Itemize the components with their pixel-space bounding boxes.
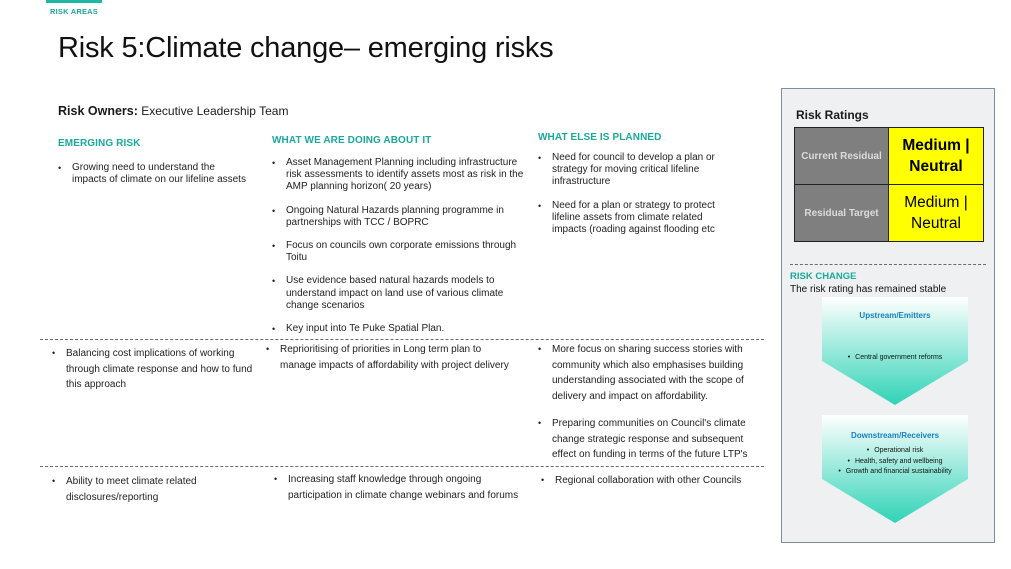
page-title: Risk 5:Climate change– emerging risks [58, 32, 554, 64]
list-item: Need for council to develop a plan or st… [538, 152, 738, 189]
downstream-arrow: Downstream/Receivers Operational risk He… [822, 415, 968, 523]
row1-emerging-list: Growing need to understand the impacts o… [58, 162, 248, 197]
list-item: Preparing communities on Council's clima… [538, 416, 766, 463]
list-item: Ongoing Natural Hazards planning program… [272, 205, 534, 229]
residual-target-label: Residual Target [794, 184, 889, 242]
list-item: Asset Management Planning including infr… [272, 157, 534, 194]
current-residual-value: Medium | Neutral [888, 127, 984, 185]
row2-planned-list: More focus on sharing success stories wi… [538, 342, 766, 475]
list-item: Regional collaboration with other Counci… [541, 473, 769, 489]
downstream-title: Downstream/Receivers [850, 431, 940, 440]
upstream-title: Upstream/Emitters [859, 311, 931, 320]
risk-owners-value: Executive Leadership Team [141, 104, 289, 118]
row3-planned-list: Regional collaboration with other Counci… [541, 473, 769, 501]
upstream-list: Central government reforms [822, 353, 968, 364]
down-arrow-icon [822, 297, 968, 405]
row2-emerging-list: Balancing cost implications of working t… [52, 346, 257, 405]
residual-target-value: Medium | Neutral [888, 184, 984, 242]
table-row: Residual Target Medium | Neutral [794, 184, 984, 242]
risk-owners-label: Risk Owners: [58, 104, 138, 118]
row1-planned-list: Need for council to develop a plan or st… [538, 152, 738, 247]
list-item: Health, safety and wellbeing [822, 457, 968, 468]
table-row: Current Residual Medium | Neutral [794, 127, 984, 185]
list-item: Need for a plan or strategy to protect l… [538, 200, 738, 237]
column-header-emerging-risk: EMERGING RISK [58, 138, 141, 149]
row-divider-1 [40, 339, 764, 340]
list-item: More focus on sharing success stories wi… [538, 342, 766, 404]
risk-owners: Risk Owners: Executive Leadership Team [58, 104, 288, 118]
panel-divider [790, 264, 986, 265]
risk-ratings-panel: Risk Ratings Current Residual Medium | N… [781, 88, 995, 543]
row2-doing-list: Reprioritising of priorities in Long ter… [266, 342, 516, 385]
column-header-planned: WHAT ELSE IS PLANNED [538, 132, 662, 143]
upstream-arrow: Upstream/Emitters Central government ref… [822, 297, 968, 405]
downstream-list: Operational risk Health, safety and well… [822, 446, 968, 478]
risk-ratings-title: Risk Ratings [796, 108, 869, 122]
risk-change-heading: RISK CHANGE [790, 271, 857, 282]
section-tag: RISK AREAS [50, 7, 98, 16]
list-item: Operational risk [822, 446, 968, 457]
column-header-doing: WHAT WE ARE DOING ABOUT IT [272, 135, 432, 146]
list-item: Central government reforms [822, 353, 968, 364]
list-item: Ability to meet climate related disclosu… [52, 474, 252, 505]
list-item: Balancing cost implications of working t… [52, 346, 257, 393]
row-divider-2 [40, 466, 764, 467]
current-residual-label: Current Residual [794, 127, 889, 185]
risk-change-text: The risk rating has remained stable [790, 284, 947, 295]
row3-emerging-list: Ability to meet climate related disclosu… [52, 474, 252, 517]
list-item: Growth and financial sustainability [822, 467, 968, 478]
risk-ratings-table: Current Residual Medium | Neutral Residu… [794, 127, 984, 242]
list-item: Focus on councils own corporate emission… [272, 240, 534, 264]
top-accent-rule [46, 0, 102, 3]
list-item: Increasing staff knowledge through ongoi… [274, 472, 519, 503]
list-item: Growing need to understand the impacts o… [58, 162, 248, 186]
list-item: Use evidence based natural hazards model… [272, 275, 534, 312]
list-item: Reprioritising of priorities in Long ter… [266, 342, 516, 373]
row3-doing-list: Increasing staff knowledge through ongoi… [274, 472, 519, 515]
list-item: Key input into Te Puke Spatial Plan. [272, 323, 534, 335]
row1-doing-list: Asset Management Planning including infr… [272, 157, 534, 346]
